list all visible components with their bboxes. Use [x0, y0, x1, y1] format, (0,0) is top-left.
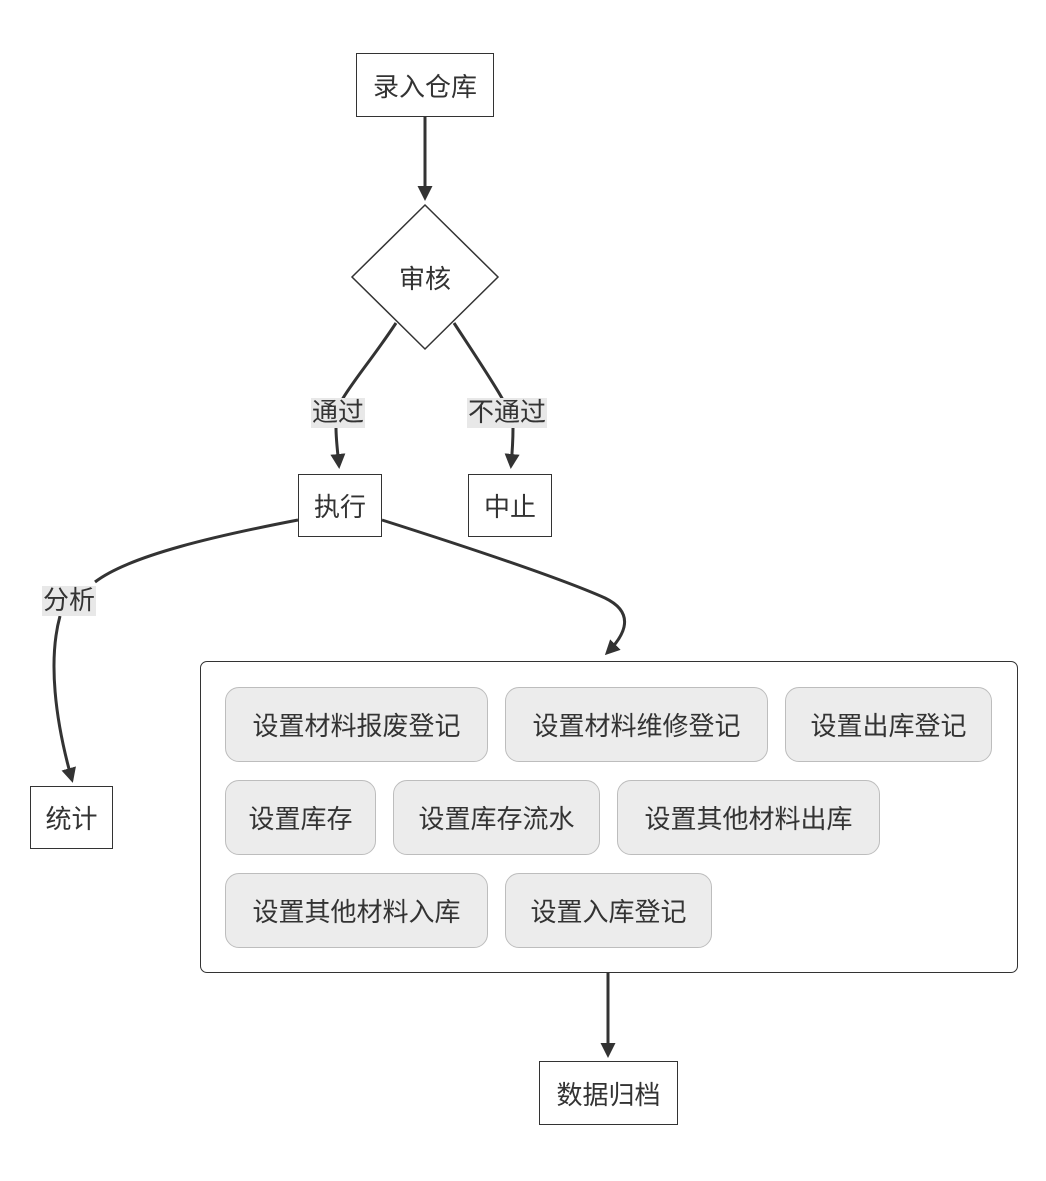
group-item-other-material-inbound[interactable]: 设置其他材料入库 — [225, 873, 488, 948]
group-item-inbound-register[interactable]: 设置入库登记 — [505, 873, 712, 948]
node-stats[interactable]: 统计 — [30, 786, 113, 849]
group-item-inventory[interactable]: 设置库存 — [225, 780, 376, 855]
edge-execute-group — [381, 518, 627, 656]
node-execute[interactable]: 执行 — [298, 474, 382, 537]
group-item-inventory-flow[interactable]: 设置库存流水 — [393, 780, 600, 855]
edge-review-execute — [336, 322, 398, 466]
review-diamond[interactable] — [350, 203, 500, 351]
node-entry[interactable]: 录入仓库 — [356, 53, 494, 117]
edge-label-pass: 通过 — [311, 398, 366, 428]
group-item-outbound-register[interactable]: 设置出库登记 — [785, 687, 992, 762]
node-review-label: 审核 — [398, 264, 451, 295]
node-archive[interactable]: 数据归档 — [539, 1061, 678, 1125]
group-item-material-scrap[interactable]: 设置材料报废登记 — [225, 687, 488, 762]
edge-label-fail: 不通过 — [467, 398, 548, 428]
group-item-other-material-outbound[interactable]: 设置其他材料出库 — [617, 780, 880, 855]
group-item-material-repair[interactable]: 设置材料维修登记 — [505, 687, 768, 762]
node-stop[interactable]: 中止 — [468, 474, 552, 537]
edge-review-stop — [452, 322, 513, 466]
edge-execute-stats — [52, 518, 299, 780]
edge-label-analyze: 分析 — [42, 586, 97, 616]
